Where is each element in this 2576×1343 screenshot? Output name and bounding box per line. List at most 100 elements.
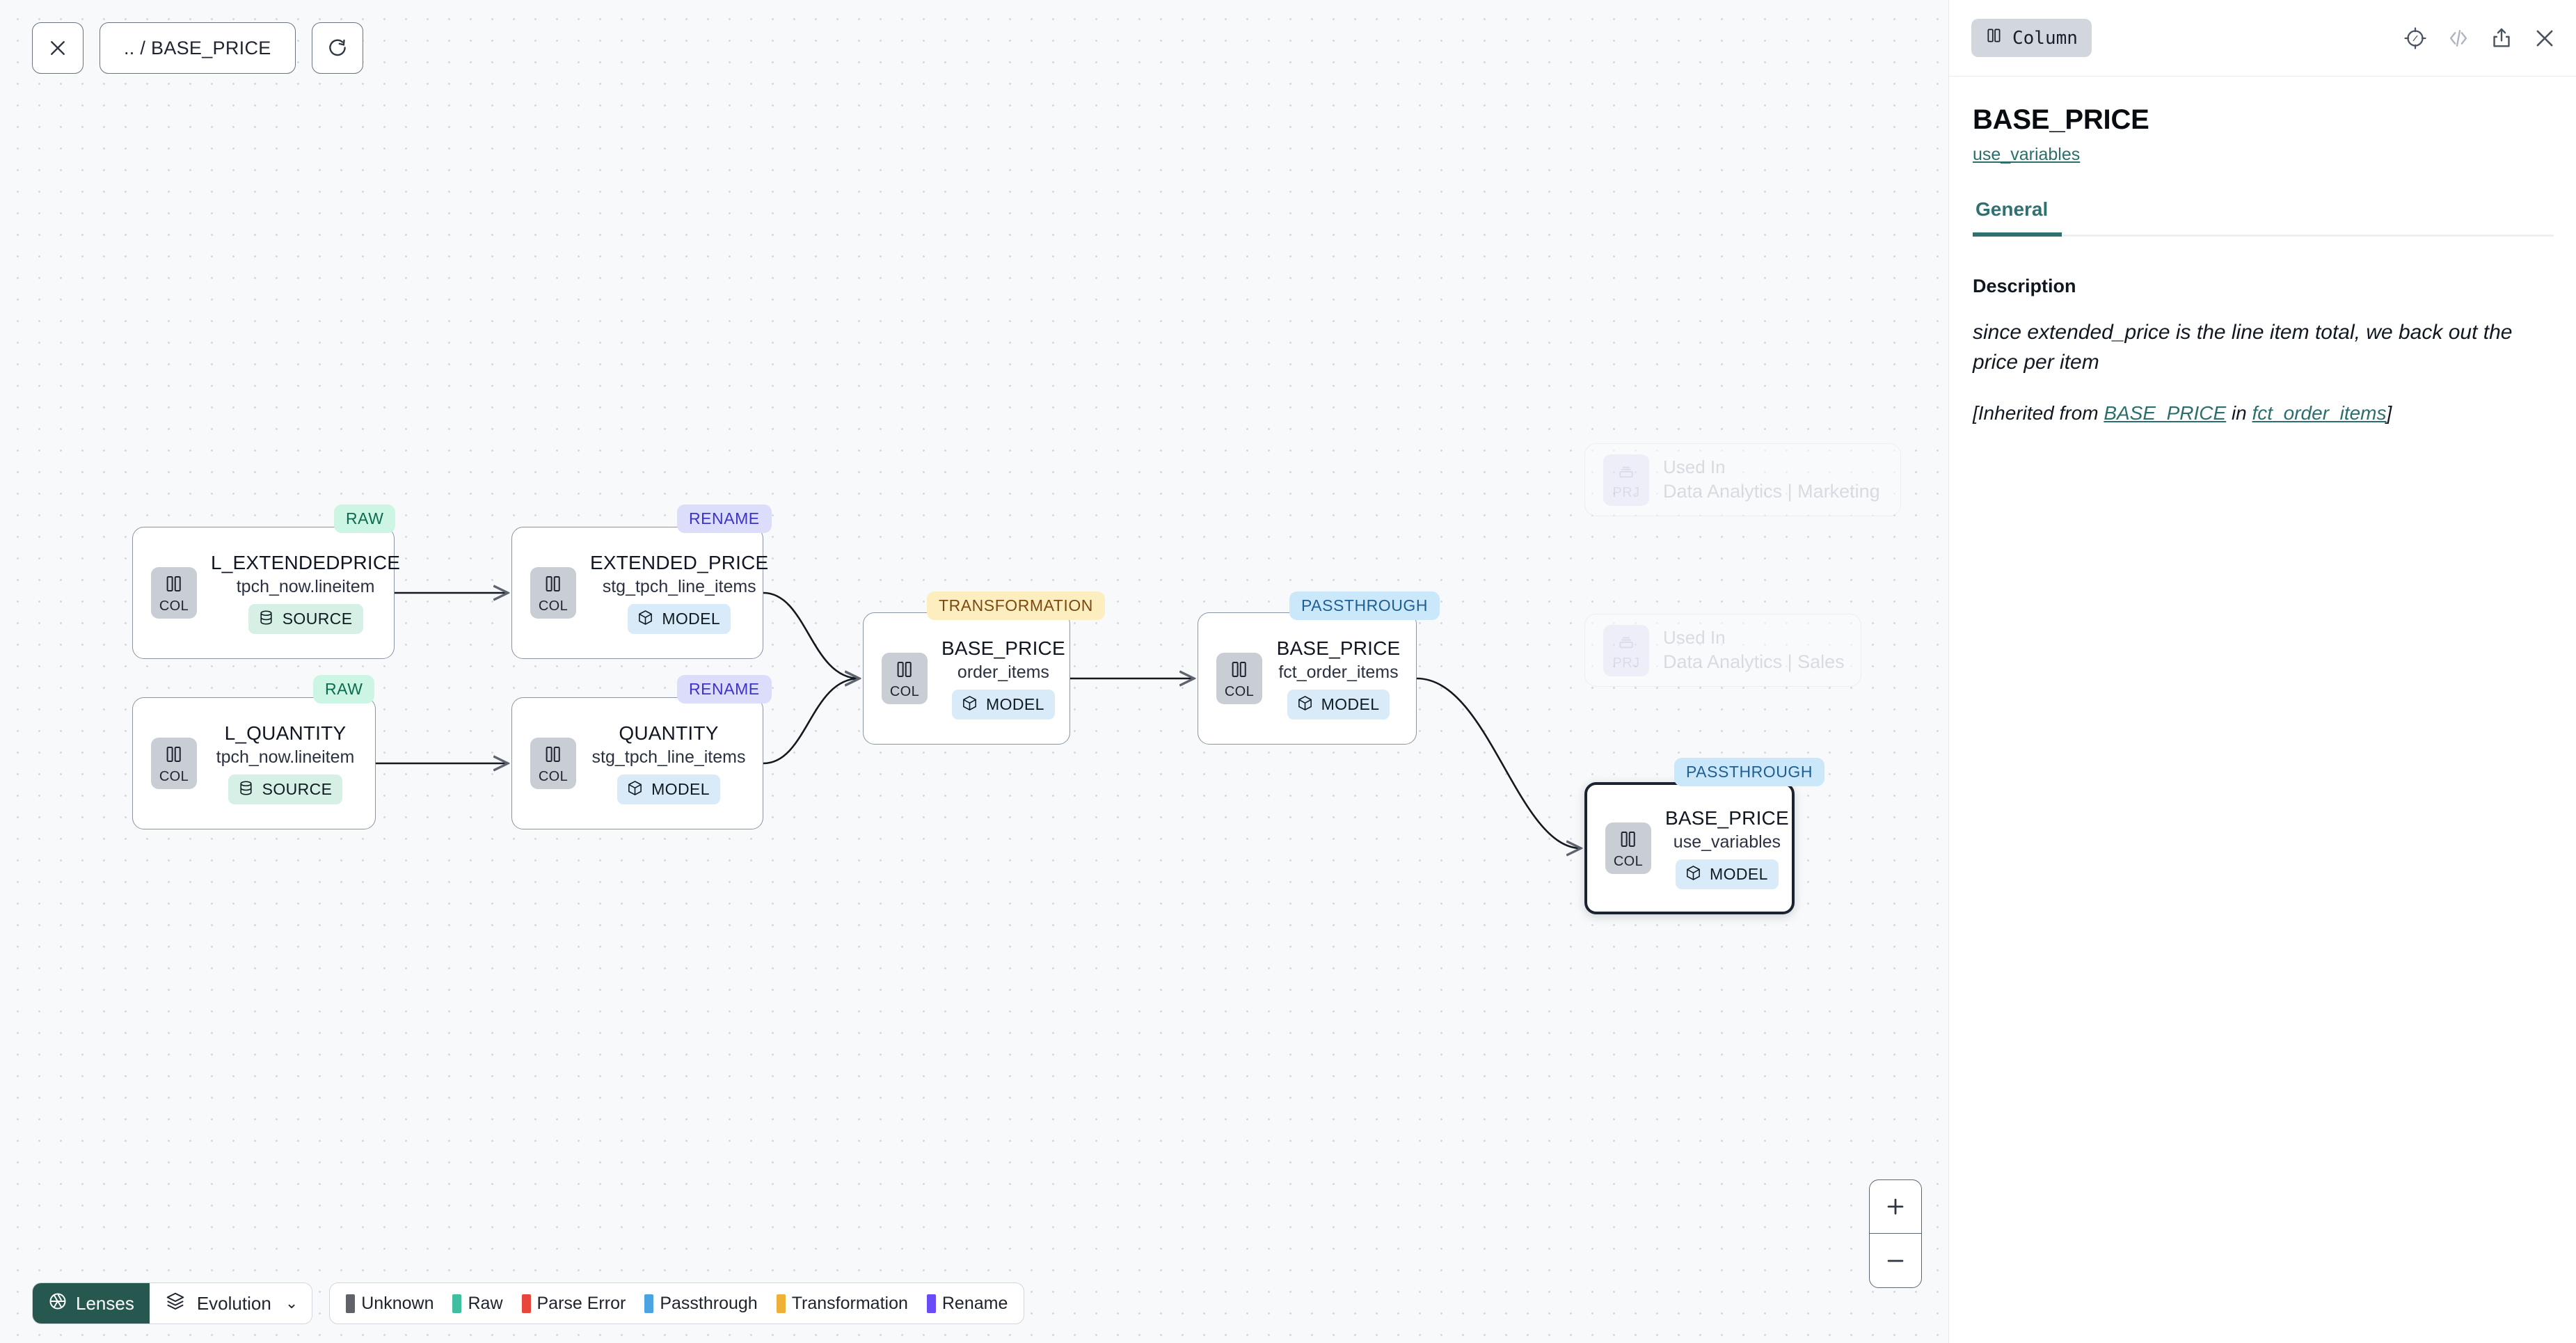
node-text: QUANTITY stg_tpch_line_items MODEL [590, 722, 747, 804]
lineage-ghost-node-used-in-marketing[interactable]: PRJ Used In Data Analytics | Marketing [1584, 443, 1901, 516]
used-in-project: Data Analytics | Marketing [1663, 481, 1880, 502]
refresh-button[interactable] [311, 22, 363, 74]
node-subtitle: fct_order_items [1278, 662, 1399, 683]
legend-label: Passthrough [660, 1293, 758, 1313]
lineage-node-quantity[interactable]: COL QUANTITY stg_tpch_line_items MODEL [511, 697, 763, 829]
legend-item-unknown[interactable]: Unknown [346, 1294, 434, 1314]
node-text: Used In Data Analytics | Marketing [1663, 456, 1885, 502]
node-text: EXTENDED_PRICE stg_tpch_line_items MODEL [590, 552, 768, 634]
column-type-chip: COL [1605, 823, 1651, 874]
project-icon [1616, 460, 1637, 484]
legend-item-transformation[interactable]: Transformation [776, 1293, 908, 1314]
lineage-node-base_price_use_variables[interactable]: COL BASE_PRICE use_variables MODEL [1584, 782, 1795, 914]
legend-swatch [346, 1294, 356, 1313]
breadcrumb[interactable]: .. / BASE_PRICE [100, 22, 296, 74]
project-chip-label: PRJ [1612, 655, 1640, 671]
node-kind-badge: MODEL [1676, 859, 1779, 889]
node-title: BASE_PRICE [1665, 807, 1789, 829]
share-icon[interactable] [2490, 26, 2513, 50]
column-icon [164, 744, 184, 768]
node-inner: PRJ Used In Data Analytics | Sales [1585, 614, 1861, 686]
column-type-chip: COL [530, 738, 576, 789]
legend-item-passthrough[interactable]: Passthrough [644, 1293, 758, 1314]
column-chip-label: COL [1613, 853, 1644, 869]
entity-type-label: Column [2012, 27, 2078, 49]
node-title: L_QUANTITY [224, 722, 347, 745]
evolution-dropdown[interactable]: Evolution ⌄ [149, 1283, 312, 1324]
lineage-node-base_price_fct[interactable]: COL BASE_PRICE fct_order_items MODEL [1198, 612, 1417, 745]
inherited-suffix: ] [2386, 402, 2392, 424]
column-icon [543, 573, 564, 598]
inherited-note: [Inherited from BASE_PRICE in fct_order_… [1973, 402, 2554, 424]
used-in-label: Used In [1663, 456, 1726, 478]
column-chip-label: COL [159, 768, 189, 784]
lenses-label: Lenses [76, 1292, 134, 1314]
legend-label: Parse Error [536, 1293, 626, 1313]
column-icon [164, 573, 184, 598]
close-graph-button[interactable] [32, 22, 84, 74]
legend-item-rename[interactable]: Rename [926, 1294, 1008, 1314]
inherited-model-link[interactable]: fct_order_items [2252, 402, 2387, 424]
lineage-canvas[interactable]: .. / BASE_PRICE PRJ Used In Data Analyti… [0, 0, 1948, 1343]
legend-label: Transformation [791, 1293, 908, 1313]
entity-type-badge: Column [1971, 19, 2092, 57]
column-type-chip: COL [1216, 653, 1262, 704]
node-kind-badge: SOURCE [228, 774, 343, 804]
column-chip-label: COL [538, 768, 569, 784]
refresh-icon [327, 38, 348, 58]
node-title: BASE_PRICE [941, 637, 1065, 660]
parent-model-link[interactable]: use_variables [1973, 145, 2081, 164]
column-icon [1229, 659, 1250, 683]
column-chip-label: COL [538, 598, 569, 614]
details-panel-body: BASE_PRICE use_variables General Descrip… [1949, 77, 2576, 424]
legend-item-raw[interactable]: Raw [452, 1293, 503, 1314]
legend-swatch [926, 1294, 936, 1313]
lineage-node-extended_price[interactable]: COL EXTENDED_PRICE stg_tpch_line_items M… [511, 527, 768, 659]
code-icon[interactable] [2447, 26, 2470, 50]
node-kind-badge: MODEL [952, 689, 1055, 720]
chevron-down-icon: ⌄ [285, 1294, 299, 1312]
node-subtitle: tpch_now.lineitem [216, 747, 355, 768]
node-subtitle: order_items [957, 662, 1049, 683]
node-kind-badge: MODEL [1287, 689, 1390, 720]
column-chip-label: COL [159, 598, 189, 614]
column-icon [894, 659, 915, 683]
node-inner: COL BASE_PRICE use_variables MODEL [1587, 785, 1792, 912]
zoom-in-button[interactable] [1870, 1180, 1921, 1234]
legend-label: Raw [468, 1293, 503, 1313]
panel-tabs: General [1973, 198, 2554, 237]
node-inner: COL L_EXTENDEDPRICE tpch_now.lineitem SO… [133, 527, 400, 658]
lenses-button[interactable]: Lenses [33, 1283, 150, 1324]
plus-icon [1887, 1198, 1904, 1215]
node-kind-label: MODEL [1710, 864, 1768, 883]
inherited-prefix: [Inherited from [1973, 402, 2104, 424]
zoom-out-button[interactable] [1870, 1234, 1921, 1287]
legend-swatch [452, 1294, 462, 1313]
lineage-node-l_quantity[interactable]: COL L_QUANTITY tpch_now.lineitem SOURCE [132, 697, 376, 829]
database-icon [237, 779, 255, 800]
legend-swatch [644, 1294, 654, 1313]
lens-tag-pass: PASSTHROUGH [1674, 758, 1824, 786]
node-inner: COL QUANTITY stg_tpch_line_items MODEL [512, 698, 763, 829]
column-icon [1618, 829, 1639, 853]
cube-icon [961, 694, 978, 715]
node-inner: PRJ Used In Data Analytics | Marketing [1585, 444, 1900, 516]
lens-tag-rename: RENAME [677, 504, 772, 533]
node-text: L_EXTENDEDPRICE tpch_now.lineitem SOURCE [211, 552, 400, 634]
used-in-project: Data Analytics | Sales [1663, 651, 1845, 673]
tab-general[interactable]: General [1973, 198, 2062, 237]
lens-tag-rename: RENAME [677, 675, 772, 704]
lineage-node-l_extendedprice[interactable]: COL L_EXTENDEDPRICE tpch_now.lineitem SO… [132, 527, 400, 659]
node-text: BASE_PRICE order_items MODEL [941, 637, 1065, 720]
compass-icon[interactable] [2403, 26, 2427, 50]
legend-item-parse-error[interactable]: Parse Error [521, 1293, 626, 1314]
node-title: EXTENDED_PRICE [590, 552, 769, 574]
node-kind-label: MODEL [662, 609, 721, 628]
lineage-node-base_price_order_items[interactable]: COL BASE_PRICE order_items MODEL [863, 612, 1070, 745]
node-kind-label: MODEL [651, 779, 710, 798]
node-kind-badge: MODEL [617, 774, 720, 804]
lineage-ghost-node-used-in-sales[interactable]: PRJ Used In Data Analytics | Sales [1584, 614, 1861, 687]
close-panel-icon[interactable] [2533, 26, 2557, 50]
inherited-column-link[interactable]: BASE_PRICE [2104, 402, 2227, 424]
